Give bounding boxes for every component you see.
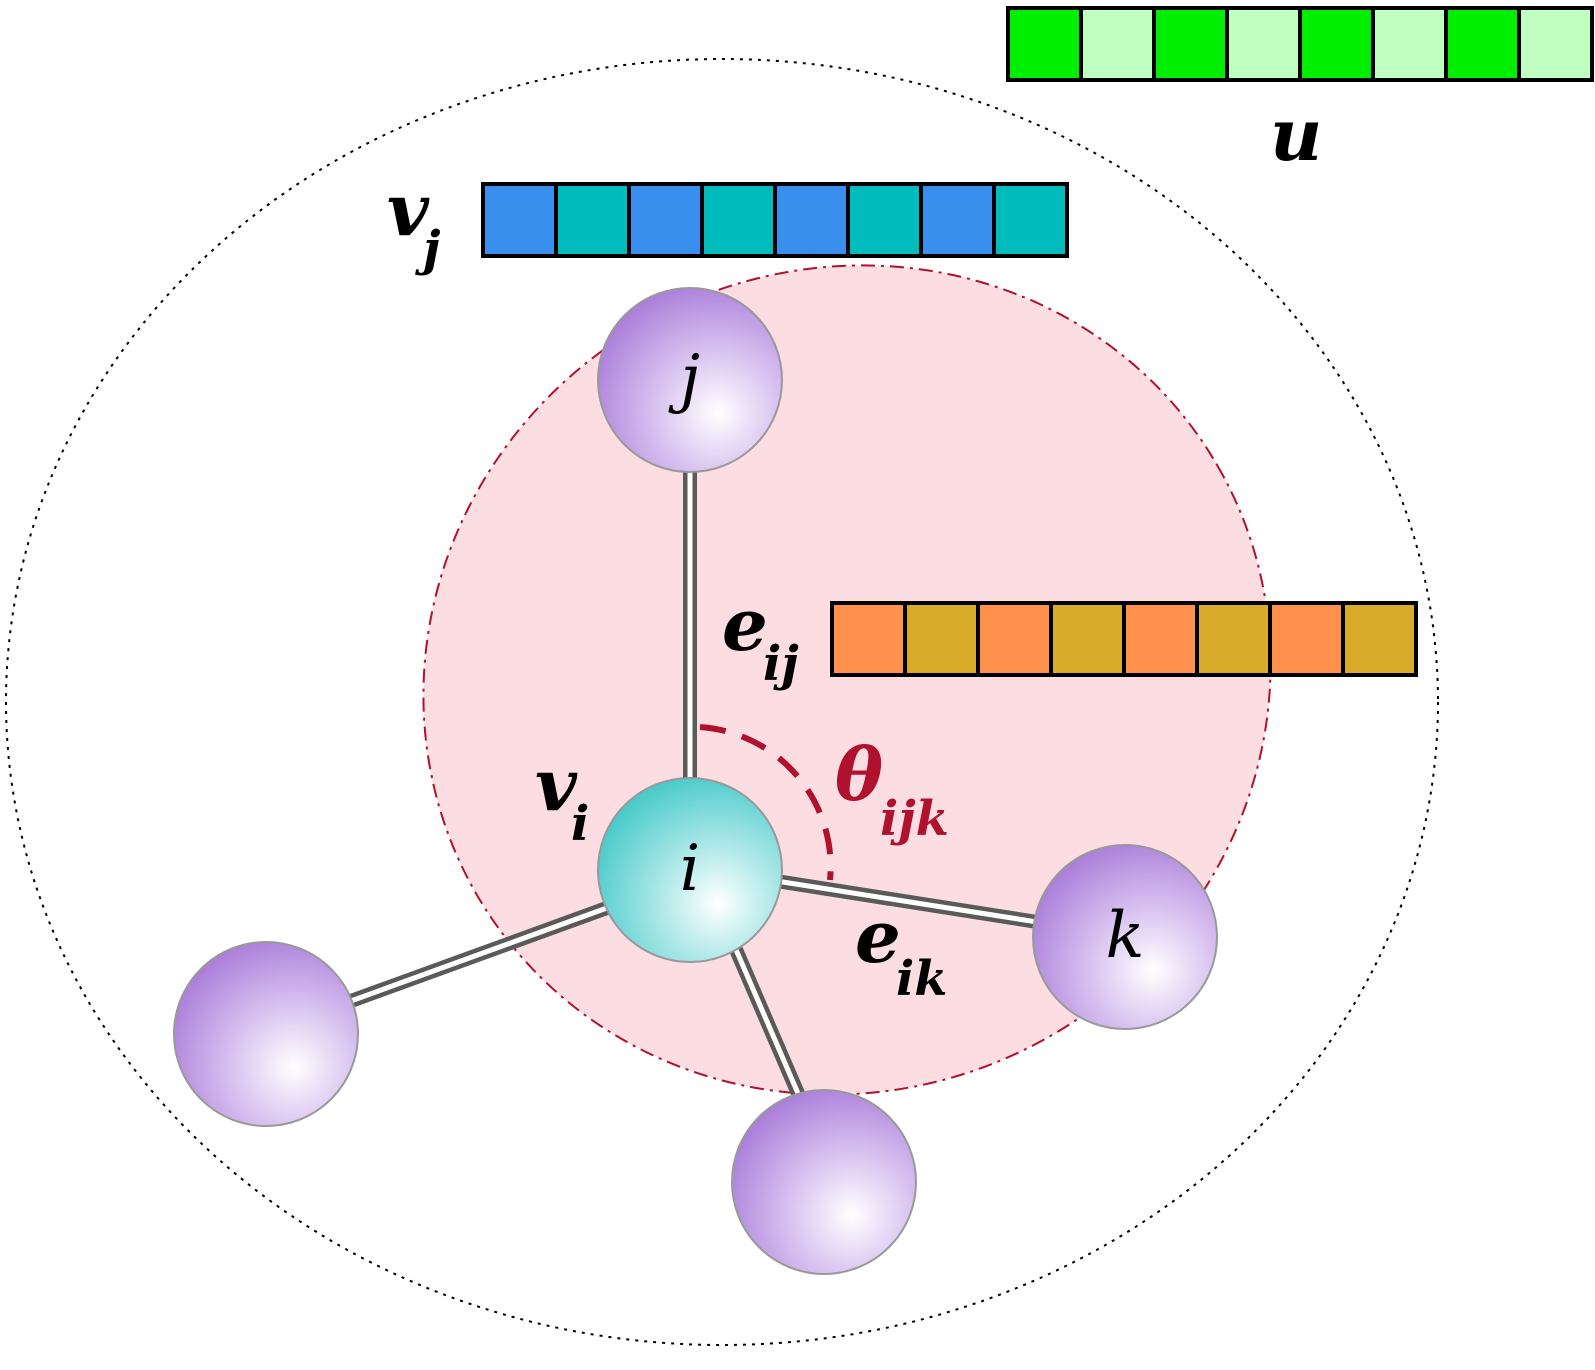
label-theta: θ ijk: [835, 732, 949, 847]
node-i-sphere: [597, 777, 783, 963]
label-theta-sub: ijk: [880, 791, 949, 847]
node-k-sphere: [1032, 844, 1218, 1030]
label-eik-sub: ik: [896, 951, 948, 1007]
label-eij-sub: ij: [763, 636, 799, 692]
vector-u-cell: [1152, 6, 1229, 82]
vector-eij-cell: [1268, 601, 1345, 677]
node-left-sphere: [173, 941, 359, 1127]
label-vi-base: v: [535, 742, 578, 827]
local-neighborhood: [422, 264, 1272, 1096]
bond-i-bottom: [727, 942, 807, 1101]
vector-u-cell: [1006, 6, 1083, 82]
label-vi-sub: i: [571, 796, 589, 852]
global-boundary: [5, 58, 1439, 1346]
vector-eij-cell: [903, 601, 980, 677]
vector-vj-cell: [773, 182, 850, 258]
label-theta-base: θ: [835, 732, 883, 817]
vector-u-bar: [1006, 6, 1594, 82]
label-vj-base: v: [387, 167, 430, 252]
vector-eij-cell: [1341, 601, 1418, 677]
vector-eij-cell: [830, 601, 907, 677]
label-eik: e ik: [855, 894, 948, 1007]
vector-eij-cell: [976, 601, 1053, 677]
node-k-label: k: [1106, 899, 1145, 973]
vector-u-cell: [1298, 6, 1375, 82]
vector-vj-cell: [992, 182, 1069, 258]
vector-u-cell: [1371, 6, 1448, 82]
bond-i-left: [337, 898, 618, 1012]
vector-u-cell: [1517, 6, 1594, 82]
bond-i-k: [768, 873, 1052, 931]
label-eik-base: e: [855, 894, 901, 979]
node-j-sphere: [597, 287, 783, 473]
vector-u-cell: [1444, 6, 1521, 82]
vector-u-cell: [1225, 6, 1302, 82]
vector-vj-cell: [627, 182, 704, 258]
vector-u-cell: [1079, 6, 1156, 82]
vector-eij-cell: [1122, 601, 1199, 677]
vector-eij-bar: [830, 601, 1418, 677]
vector-vj-cell: [846, 182, 923, 258]
label-eij-base: e: [722, 582, 768, 667]
vector-eij-cell: [1195, 601, 1272, 677]
node-i-label: i: [680, 832, 700, 906]
node-bottom-sphere: [731, 1089, 917, 1275]
vector-eij-cell: [1049, 601, 1126, 677]
vector-vj-cell: [919, 182, 996, 258]
vector-vj-bar: [481, 182, 1069, 258]
vector-vj-cell: [554, 182, 631, 258]
label-vi: v i: [535, 742, 589, 852]
label-eij: e ij: [722, 582, 799, 692]
vector-vj-cell: [481, 182, 558, 258]
label-u: u: [1270, 92, 1322, 177]
angle-arc: [699, 724, 834, 881]
label-vj: v j: [387, 167, 440, 277]
vector-vj-cell: [700, 182, 777, 258]
